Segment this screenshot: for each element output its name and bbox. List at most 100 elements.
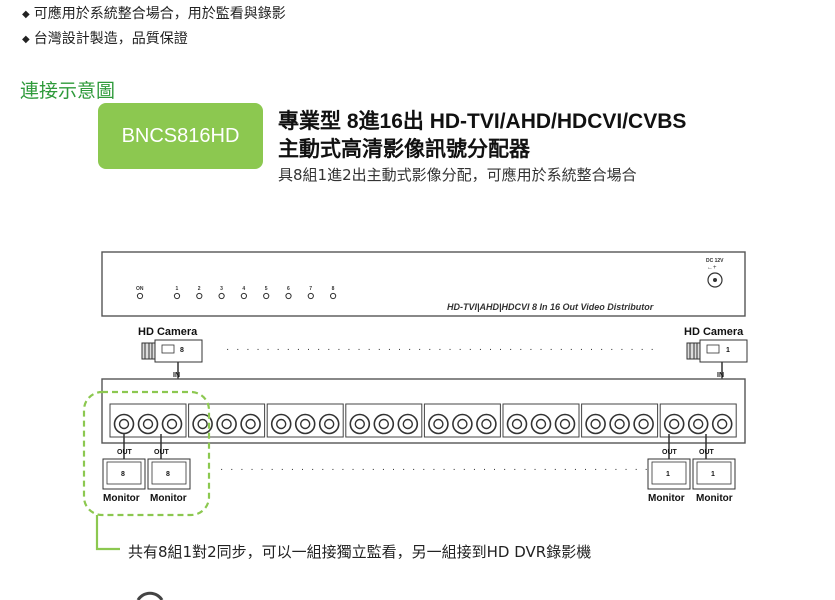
bnc-connector-inner — [142, 418, 154, 430]
bnc-connector — [711, 413, 733, 435]
bnc-channel-group — [581, 403, 659, 438]
channel-led — [218, 292, 225, 300]
bnc-connector-inner — [245, 418, 256, 430]
out-label-right-1: OUT — [662, 449, 678, 456]
channel-number: 2 — [198, 286, 201, 292]
bnc-connector-inner — [378, 418, 389, 430]
dc-label: DC 12V — [706, 258, 724, 264]
bnc-connector-inner — [481, 418, 492, 430]
channel-number: 4 — [242, 286, 245, 292]
feature-bullet: ◆可應用於系統整合場合，用於監看與錄影 — [22, 3, 286, 23]
bnc-connector-inner — [118, 418, 130, 430]
bnc-connector — [318, 413, 340, 435]
monitor-left-2: 8 — [147, 458, 191, 490]
diamond-bullet-icon: ◆ — [22, 9, 30, 20]
feature-text: 可應用於系統整合場合，用於監看與錄影 — [33, 6, 286, 22]
power-led — [136, 292, 144, 300]
camera-label-left: HD Camera — [138, 326, 198, 338]
out-label-left-2: OUT — [154, 449, 170, 456]
bnc-connector — [137, 413, 159, 435]
bnc-connector — [663, 413, 685, 435]
bnc-connector-inner — [300, 418, 311, 430]
bnc-connector-inner — [535, 418, 547, 430]
bnc-connector-inner — [354, 418, 365, 430]
channel-number: 1 — [176, 286, 179, 292]
device-front-panel — [101, 251, 746, 317]
monitor-right-1: 1 — [647, 458, 691, 490]
out-label-right-2: OUT — [699, 449, 715, 456]
bnc-connector-inner — [221, 418, 232, 430]
bnc-connector — [192, 413, 213, 435]
bnc-connector-inner — [669, 418, 680, 430]
camera-left: 8 — [141, 339, 203, 363]
bnc-connector-inner — [559, 418, 571, 430]
bnc-connector — [609, 413, 630, 435]
dots-upper: · · · · · · · · · · · · · · · · · · · · … — [226, 344, 656, 355]
bnc-channel-group — [345, 403, 423, 438]
product-title-line1: 專業型 8進16出 HD-TVI/AHD/HDCVI/CVBS — [278, 110, 687, 133]
bnc-channel-group — [423, 403, 501, 438]
bnc-connector-inner — [166, 418, 178, 430]
channel-led — [196, 292, 203, 300]
power-label: ON — [136, 286, 144, 292]
bnc-connector-inner — [457, 418, 468, 430]
diagram-caption: 共有8組1對2同步，可以一組接獨立監看，另一組接到HD DVR錄影機 — [128, 543, 592, 561]
bnc-connector — [397, 413, 419, 435]
bnc-connector-inner — [402, 418, 413, 430]
bnc-connector — [633, 413, 654, 435]
channel-led — [263, 292, 270, 300]
bnc-connectors — [109, 403, 737, 438]
bnc-connector-inner — [717, 418, 728, 430]
bnc-connector — [687, 413, 709, 435]
channel-number: 7 — [309, 286, 312, 292]
bnc-connector — [349, 413, 371, 435]
bnc-channel-group — [266, 403, 344, 438]
channel-number: 5 — [265, 286, 268, 292]
camera-number-right: 1 — [726, 347, 730, 354]
bnc-connector — [585, 413, 606, 435]
bnc-connector — [294, 413, 316, 435]
feature-bullet: ◆台灣設計製造，品質保證 — [22, 28, 188, 48]
monitor-number: 8 — [121, 471, 125, 478]
monitor-number: 8 — [166, 471, 170, 478]
leader-line — [95, 515, 120, 551]
bnc-connector — [476, 413, 497, 435]
bnc-connector-inner — [693, 418, 704, 430]
channel-number: 3 — [220, 286, 223, 292]
bnc-connector-inner — [433, 418, 444, 430]
dc-arrow-icon: ←+ — [707, 265, 717, 271]
bnc-connector — [270, 413, 292, 435]
in-label-left: IN — [173, 372, 180, 379]
channel-led — [285, 292, 292, 300]
bnc-connector — [373, 413, 395, 435]
bnc-connector — [216, 413, 237, 435]
bnc-connector-inner — [614, 418, 625, 430]
monitor-number: 1 — [711, 471, 715, 478]
channel-led — [173, 292, 181, 300]
dc-jack-pin — [713, 278, 717, 282]
bnc-connector-inner — [511, 418, 523, 430]
highlight-frame — [82, 390, 211, 517]
bnc-connector — [452, 413, 473, 435]
channel-number: 8 — [332, 286, 335, 292]
diamond-bullet-icon: ◆ — [22, 34, 30, 45]
bnc-channel-group — [188, 403, 266, 438]
product-title-line2: 主動式高清影像訊號分配器 — [278, 138, 530, 161]
bnc-channel-group — [502, 403, 580, 438]
monitor-right-2: 1 — [692, 458, 736, 490]
in-label-right: IN — [717, 372, 724, 379]
bnc-connector — [161, 413, 183, 435]
channel-led — [330, 292, 337, 300]
channel-led — [307, 292, 314, 300]
section-title: 連接示意圖 — [20, 80, 116, 102]
bnc-connector — [113, 413, 135, 435]
camera-number-left: 8 — [180, 347, 184, 354]
bnc-connector-inner — [638, 418, 649, 430]
device-model-text: HD-TVI|AHD|HDCVI 8 In 16 Out Video Distr… — [447, 302, 654, 312]
monitor-label-right-1: Monitor — [648, 493, 685, 504]
product-subtitle: 具8組1進2出主動式影像分配，可應用於系統整合場合 — [278, 166, 637, 184]
monitor-label-left-2: Monitor — [150, 493, 187, 504]
bnc-channel-group — [109, 403, 187, 438]
bnc-connector — [554, 413, 576, 435]
